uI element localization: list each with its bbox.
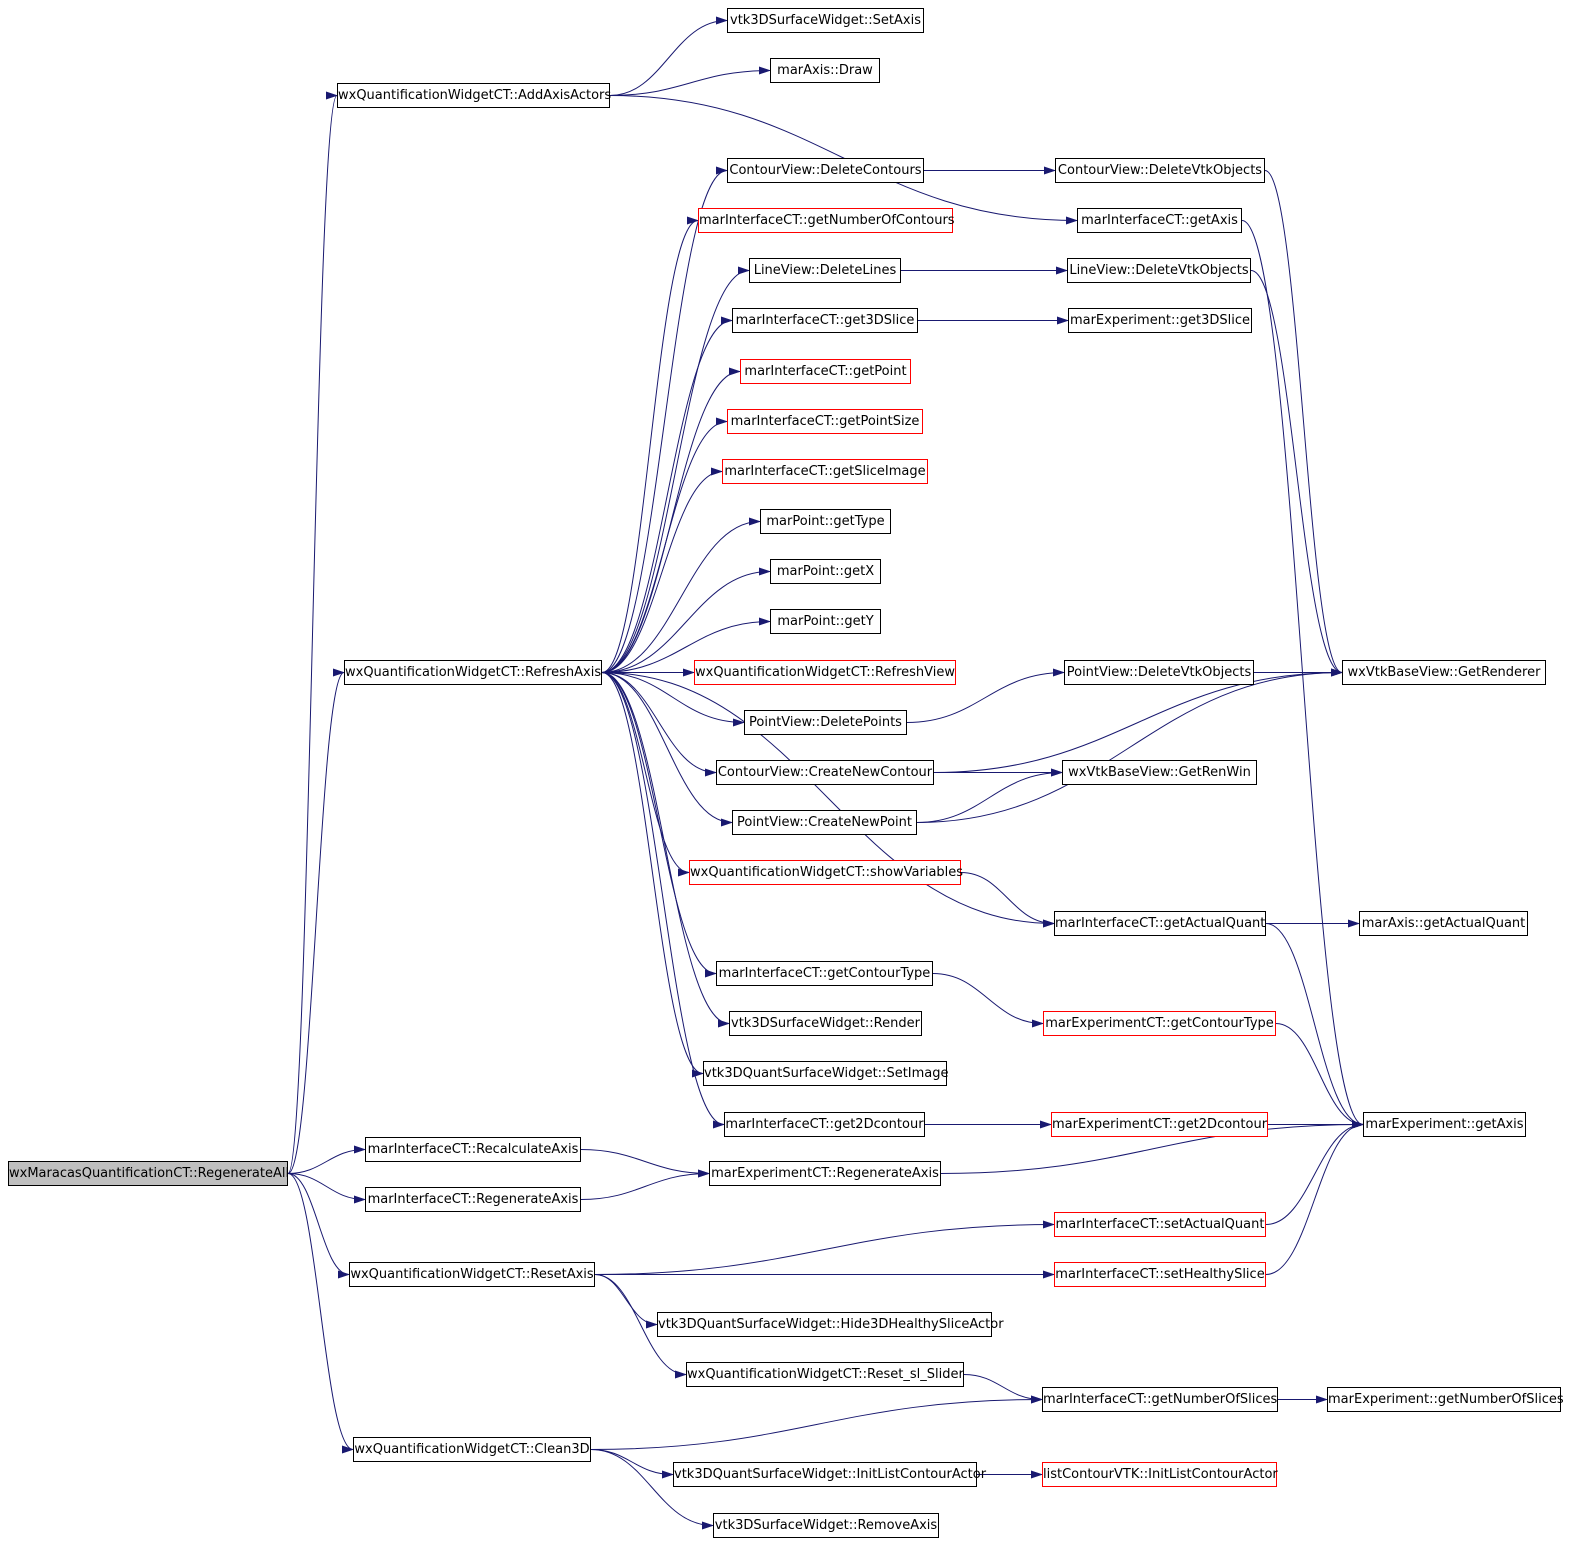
node-surface-set-axis[interactable]: vtk3DSurfaceWidget::SetAxis — [727, 8, 924, 33]
edge-clean3d-to-get_number_of_slices — [590, 1395, 1043, 1450]
edge-add_axis_actors-to-surface_set_axis — [609, 16, 728, 96]
edge-root-to-reset_axis — [287, 1173, 350, 1279]
node-get-3dslice[interactable]: marInterfaceCT::get3DSlice — [732, 308, 918, 333]
node-get-contour-type[interactable]: marInterfaceCT::getContourType — [716, 961, 933, 986]
node-refresh-axis[interactable]: wxQuantificationWidgetCT::RefreshAxis — [344, 660, 602, 685]
edge-clean3d-to-surface_remove_axis — [590, 1449, 714, 1530]
edge-add_axis_actors-to-maraxis_draw — [609, 66, 771, 96]
edge-refresh_axis-to-marpoint_get_x — [601, 567, 771, 673]
edge-refresh_axis-to-point_create_new — [601, 672, 733, 827]
node-root[interactable]: wxMaracasQuantificationCT::RegenerateAll — [8, 1161, 289, 1186]
node-get-number-of-contours[interactable]: marInterfaceCT::getNumberOfContours — [698, 208, 955, 233]
node-recalculate-axis[interactable]: marInterfaceCT::RecalculateAxis — [365, 1137, 581, 1162]
node-list-init-contour-actor[interactable]: listContourVTK::InitListContourActor — [1042, 1462, 1278, 1487]
node-quant-set-image[interactable]: vtk3DQuantSurfaceWidget::SetImage — [703, 1061, 949, 1086]
edge-refresh_axis-to-get_actual_quant — [601, 672, 1055, 928]
edge-point_delete_points-to-point_delete_vtk — [906, 668, 1065, 723]
edge-reset_axis-to-set_actual_quant — [594, 1220, 1055, 1275]
node-point-create-new[interactable]: PointView::CreateNewPoint — [732, 810, 917, 835]
edge-get_actual_quant-to-exp_get_axis — [1265, 923, 1364, 1129]
edge-refresh_axis-to-get_number_of_contours — [601, 216, 699, 673]
node-hide-healthy-slice[interactable]: vtk3DQuantSurfaceWidget::Hide3DHealthySl… — [657, 1312, 1004, 1337]
edge-refresh_axis-to-get_contour_type — [601, 672, 717, 978]
node-regenerate-axis-interface[interactable]: marInterfaceCT::RegenerateAxis — [365, 1187, 581, 1212]
node-get-renderer[interactable]: wxVtkBaseView::GetRenderer — [1342, 660, 1546, 685]
edge-root-to-recalculate_axis — [287, 1145, 366, 1174]
edge-refresh_axis-to-marpoint_get_y — [601, 617, 771, 673]
node-surface-remove-axis[interactable]: vtk3DSurfaceWidget::RemoveAxis — [713, 1513, 939, 1538]
node-get-number-of-slices[interactable]: marInterfaceCT::getNumberOfSlices — [1042, 1387, 1278, 1412]
edge-set_healthy_slice-to-exp_get_axis — [1265, 1120, 1364, 1275]
edge-refresh_axis-to-quant_set_image — [601, 672, 704, 1078]
node-exp-get-number-of-slices[interactable]: marExperiment::getNumberOfSlices — [1327, 1387, 1564, 1412]
node-contour-create-new[interactable]: ContourView::CreateNewContour — [716, 760, 934, 785]
node-get-point-size[interactable]: marInterfaceCT::getPointSize — [727, 409, 923, 434]
node-line-delete-vtk[interactable]: LineView::DeleteVtkObjects — [1067, 258, 1251, 283]
edge-contour_delete_vtk-to-get_renderer — [1264, 170, 1343, 677]
node-maraxis-draw[interactable]: marAxis::Draw — [770, 58, 880, 83]
node-exp-get-3dslice[interactable]: marExperiment::get3DSlice — [1068, 308, 1252, 333]
edge-root-to-regenerate_axis_if — [287, 1173, 366, 1204]
node-init-list-contour-actor[interactable]: vtk3DQuantSurfaceWidget::InitListContour… — [673, 1462, 986, 1487]
node-get-ren-win[interactable]: wxVtkBaseView::GetRenWin — [1062, 760, 1257, 785]
node-show-variables[interactable]: wxQuantificationWidgetCT::showVariables — [689, 860, 963, 885]
node-clean3d[interactable]: wxQuantificationWidgetCT::Clean3D — [353, 1437, 591, 1462]
node-reset-sl-slider[interactable]: wxQuantificationWidgetCT::Reset_sl_Slide… — [686, 1362, 964, 1387]
node-set-actual-quant[interactable]: marInterfaceCT::setActualQuant — [1054, 1212, 1266, 1237]
edge-refresh_axis-to-get_point_size — [601, 417, 728, 673]
node-expct-get-2dcontour[interactable]: marExperimentCT::get2Dcontour — [1051, 1112, 1268, 1137]
node-get-point[interactable]: marInterfaceCT::getPoint — [740, 359, 911, 384]
edge-reset_axis-to-hide_healthy_slice — [594, 1274, 658, 1329]
edge-refresh_axis-to-point_delete_points — [601, 672, 745, 727]
node-contour-delete-contours[interactable]: ContourView::DeleteContours — [727, 158, 924, 183]
node-get-slice-image[interactable]: marInterfaceCT::getSliceImage — [722, 459, 928, 484]
edge-root-to-clean3d — [287, 1173, 354, 1454]
node-marpoint-get-type[interactable]: marPoint::getType — [760, 509, 891, 534]
node-get-2dcontour[interactable]: marInterfaceCT::get2Dcontour — [724, 1112, 925, 1137]
edge-root-to-add_axis_actors — [287, 92, 338, 1174]
node-line-delete-lines[interactable]: LineView::DeleteLines — [749, 258, 901, 283]
edge-clean3d-to-init_list_contour_actor — [590, 1449, 674, 1479]
edge-reset_axis-to-reset_sl_slider — [594, 1274, 687, 1379]
node-contour-delete-vtk[interactable]: ContourView::DeleteVtkObjects — [1055, 158, 1265, 183]
edge-refresh_axis-to-get_3dslice — [601, 316, 733, 673]
edge-set_actual_quant-to-exp_get_axis — [1265, 1120, 1364, 1225]
node-surface-render[interactable]: vtk3DSurfaceWidget::Render — [729, 1011, 922, 1036]
node-reset-axis[interactable]: wxQuantificationWidgetCT::ResetAxis — [349, 1262, 595, 1287]
edge-recalculate_axis-to-exp_regenerate_axis — [580, 1149, 710, 1178]
edge-exp_regenerate_axis-to-exp_get_axis — [940, 1120, 1364, 1174]
node-point-delete-points[interactable]: PointView::DeletePoints — [744, 710, 907, 735]
node-point-delete-vtk[interactable]: PointView::DeleteVtkObjects — [1064, 660, 1254, 685]
node-set-healthy-slice[interactable]: marInterfaceCT::setHealthySlice — [1054, 1262, 1266, 1287]
edge-root-to-refresh_axis — [287, 668, 345, 1174]
edge-contour_create_new-to-get_renderer — [933, 668, 1343, 773]
edge-get_contour_type-to-expct_get_contour_type — [932, 973, 1044, 1028]
node-exp-get-axis[interactable]: marExperiment::getAxis — [1363, 1112, 1526, 1137]
edge-refresh_axis-to-get_slice_image — [601, 467, 723, 673]
node-get-actual-quant[interactable]: marInterfaceCT::getActualQuant — [1054, 911, 1266, 936]
edge-line_delete_vtk-to-get_renderer — [1250, 270, 1343, 677]
edge-regenerate_axis_if-to-exp_regenerate_axis — [580, 1169, 710, 1200]
edge-refresh_axis-to-get_2dcontour — [601, 672, 725, 1129]
node-marpoint-get-x[interactable]: marPoint::getX — [770, 559, 881, 584]
node-interface-get-axis[interactable]: marInterfaceCT::getAxis — [1077, 208, 1242, 233]
edge-refresh_axis-to-marpoint_get_type — [601, 517, 761, 673]
edge-point_create_new-to-get_ren_win — [916, 768, 1063, 823]
edge-refresh_axis-to-show_variables — [601, 672, 690, 877]
node-refresh-view[interactable]: wxQuantificationWidgetCT::RefreshView — [694, 660, 956, 685]
node-expct-get-contour-type[interactable]: marExperimentCT::getContourType — [1043, 1011, 1276, 1036]
edge-refresh_axis-to-surface_render — [601, 672, 730, 1028]
edge-reset_sl_slider-to-get_number_of_slices — [963, 1374, 1043, 1404]
edge-show_variables-to-get_actual_quant — [960, 872, 1055, 928]
edge-refresh_axis-to-line_delete_lines — [601, 266, 750, 673]
node-exp-regenerate-axis[interactable]: marExperimentCT::RegenerateAxis — [709, 1161, 941, 1186]
node-marpoint-get-y[interactable]: marPoint::getY — [770, 609, 881, 634]
node-add-axis-actors[interactable]: wxQuantificationWidgetCT::AddAxisActors — [337, 83, 611, 108]
edge-point_create_new-to-get_renderer — [916, 668, 1343, 823]
edge-refresh_axis-to-contour_delete_contours — [601, 166, 728, 673]
node-maraxis-get-actual-quant[interactable]: marAxis::getActualQuant — [1359, 911, 1528, 936]
edge-expct_get_contour_type-to-exp_get_axis — [1275, 1023, 1364, 1129]
